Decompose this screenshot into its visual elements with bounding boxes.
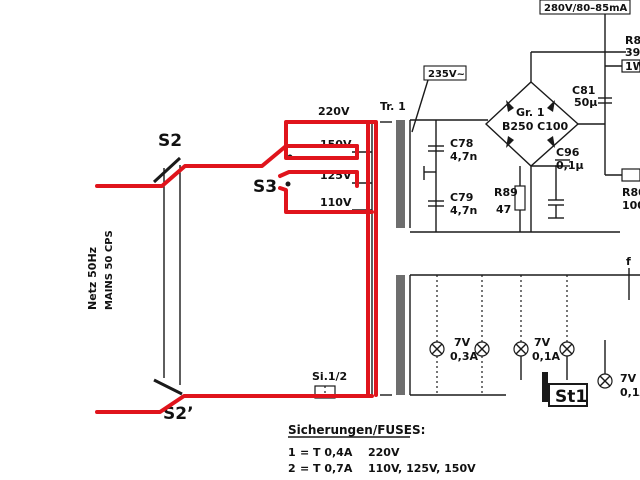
switch-s2-label: S2 — [158, 131, 182, 151]
c78-name: C78 — [450, 137, 473, 150]
c79-value: 4,7n — [450, 204, 477, 217]
switch-s3-label: S3 — [253, 177, 277, 197]
c96-name: C96 — [556, 146, 580, 159]
mains-switch-s2 — [152, 156, 183, 396]
connector-st1 — [548, 383, 588, 407]
mains-label: Netz 50Hz — [86, 247, 99, 310]
tap-220v: 220V — [318, 105, 350, 118]
mains-sublabel: MAINS 50 CPS — [104, 230, 115, 310]
lamp2-current: 0,1A — [532, 350, 560, 363]
fuse-holder-label: Si.1/2 — [312, 370, 347, 383]
connector-label: St1 — [555, 387, 587, 407]
highlight-path — [95, 120, 378, 414]
switch-s2-prime-label: S2’ — [163, 404, 194, 424]
transformer-label: Tr. 1 — [380, 100, 406, 113]
capacitor-c79 — [428, 200, 444, 207]
fuse-row-2-rating: T 0,7A — [313, 462, 353, 475]
r80-name: R80 — [622, 186, 640, 199]
fuse-row-2-voltage: 110V, 125V, 150V — [368, 462, 476, 475]
lamp3-voltage: 7V — [620, 372, 637, 385]
fuse-row-1-voltage: 220V — [368, 446, 400, 459]
f-label: f — [626, 255, 631, 268]
rectifier-name: Gr. 1 — [516, 106, 545, 119]
pilot-lamp — [429, 341, 445, 357]
fuse-row-1-rating: T 0,4A — [313, 446, 353, 459]
fuse-row-2-num: 2 — [288, 462, 296, 475]
fuse-row-1-num: 1 — [288, 446, 296, 459]
pilot-lamp — [513, 341, 529, 357]
tap-110v: 110V — [320, 196, 352, 209]
ac-voltage-label: 235V~ — [428, 69, 465, 80]
c96-value: 0,1µ — [556, 159, 584, 172]
lamp2-voltage: 7V — [534, 336, 551, 349]
rectifier-type: B250 C100 — [502, 120, 569, 133]
c78-value: 4,7n — [450, 150, 477, 163]
svg-text:=: = — [300, 446, 309, 459]
lamp1-voltage: 7V — [454, 336, 471, 349]
r80-value: 100 — [622, 199, 640, 212]
c81-name: C81 — [572, 84, 595, 97]
r88-power: 1W — [625, 60, 640, 73]
capacitor-c78 — [428, 145, 444, 152]
c81-value: 50µ — [574, 96, 597, 109]
pilot-lamp — [474, 341, 490, 357]
r89-value: 47 — [496, 203, 511, 216]
pilot-lamp — [559, 341, 575, 357]
r88-value: 390 — [625, 46, 640, 59]
svg-text:=: = — [300, 462, 309, 475]
c79-name: C79 — [450, 191, 473, 204]
fuses-heading: Sicherungen/FUSES: — [288, 423, 425, 437]
pilot-lamp — [597, 373, 613, 389]
dc-output-label: 280V/80–85mA — [544, 3, 628, 14]
r88-name: R88 — [625, 34, 640, 47]
lamp1-current: 0,3A — [450, 350, 478, 363]
r89-name: R89 — [494, 186, 518, 199]
lamp3-current: 0,1A — [620, 386, 640, 399]
